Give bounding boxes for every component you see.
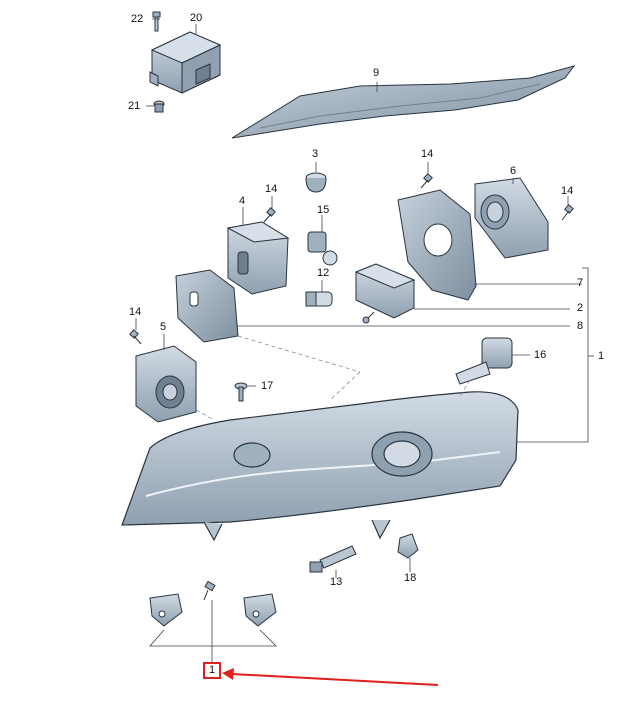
part-4-ballast <box>226 221 290 295</box>
part-8-cover <box>175 269 239 343</box>
callout-16: 16 <box>534 349 547 361</box>
part-7-frame <box>397 189 477 301</box>
part-2-motor <box>354 263 416 324</box>
part-1-repair-brackets <box>149 580 277 627</box>
callout-8: 8 <box>577 320 584 332</box>
part-5-module <box>135 345 197 423</box>
callout-22: 22 <box>131 13 144 25</box>
callout-17: 17 <box>261 380 274 392</box>
callout-21: 21 <box>128 100 141 112</box>
callout-14-left: 14 <box>129 306 142 318</box>
callout-1: 1 <box>598 350 605 362</box>
part-21-nut <box>153 100 165 113</box>
part-3-cap <box>305 172 327 193</box>
callout-9: 9 <box>373 67 380 79</box>
part-14-screws <box>129 173 574 345</box>
part-15-bulb <box>307 231 338 266</box>
callout-1-highlighted: 1 <box>209 664 216 676</box>
part-20-control-module <box>149 31 222 94</box>
callout-3: 3 <box>312 148 319 160</box>
part-1-headlight <box>121 391 519 542</box>
callout-4: 4 <box>239 195 246 207</box>
callout-6: 6 <box>510 165 517 177</box>
part-16-bulb <box>455 337 513 385</box>
callout-12: 12 <box>317 267 330 279</box>
callout-14-top: 14 <box>421 148 434 160</box>
part-6-bracket <box>474 177 549 259</box>
part-17-screw <box>234 382 248 402</box>
part-12-bulb <box>305 291 333 307</box>
callout-13: 13 <box>330 576 343 588</box>
highlight-annotation <box>203 662 439 686</box>
part-18-holder <box>397 533 419 559</box>
callout-5: 5 <box>160 321 167 333</box>
callout-15: 15 <box>317 204 330 216</box>
dashed-guide-lines <box>195 335 471 421</box>
part-22-screw <box>152 11 161 32</box>
part-9-trim-strip <box>231 65 576 139</box>
callout-7: 7 <box>577 277 584 289</box>
leader-lines <box>135 18 594 664</box>
callout-18: 18 <box>404 572 417 584</box>
callout-14-mid: 14 <box>265 183 278 195</box>
callout-2: 2 <box>577 302 584 314</box>
part-13-bolt <box>309 545 357 573</box>
callout-20: 20 <box>190 12 203 24</box>
callout-14-right: 14 <box>561 185 574 197</box>
